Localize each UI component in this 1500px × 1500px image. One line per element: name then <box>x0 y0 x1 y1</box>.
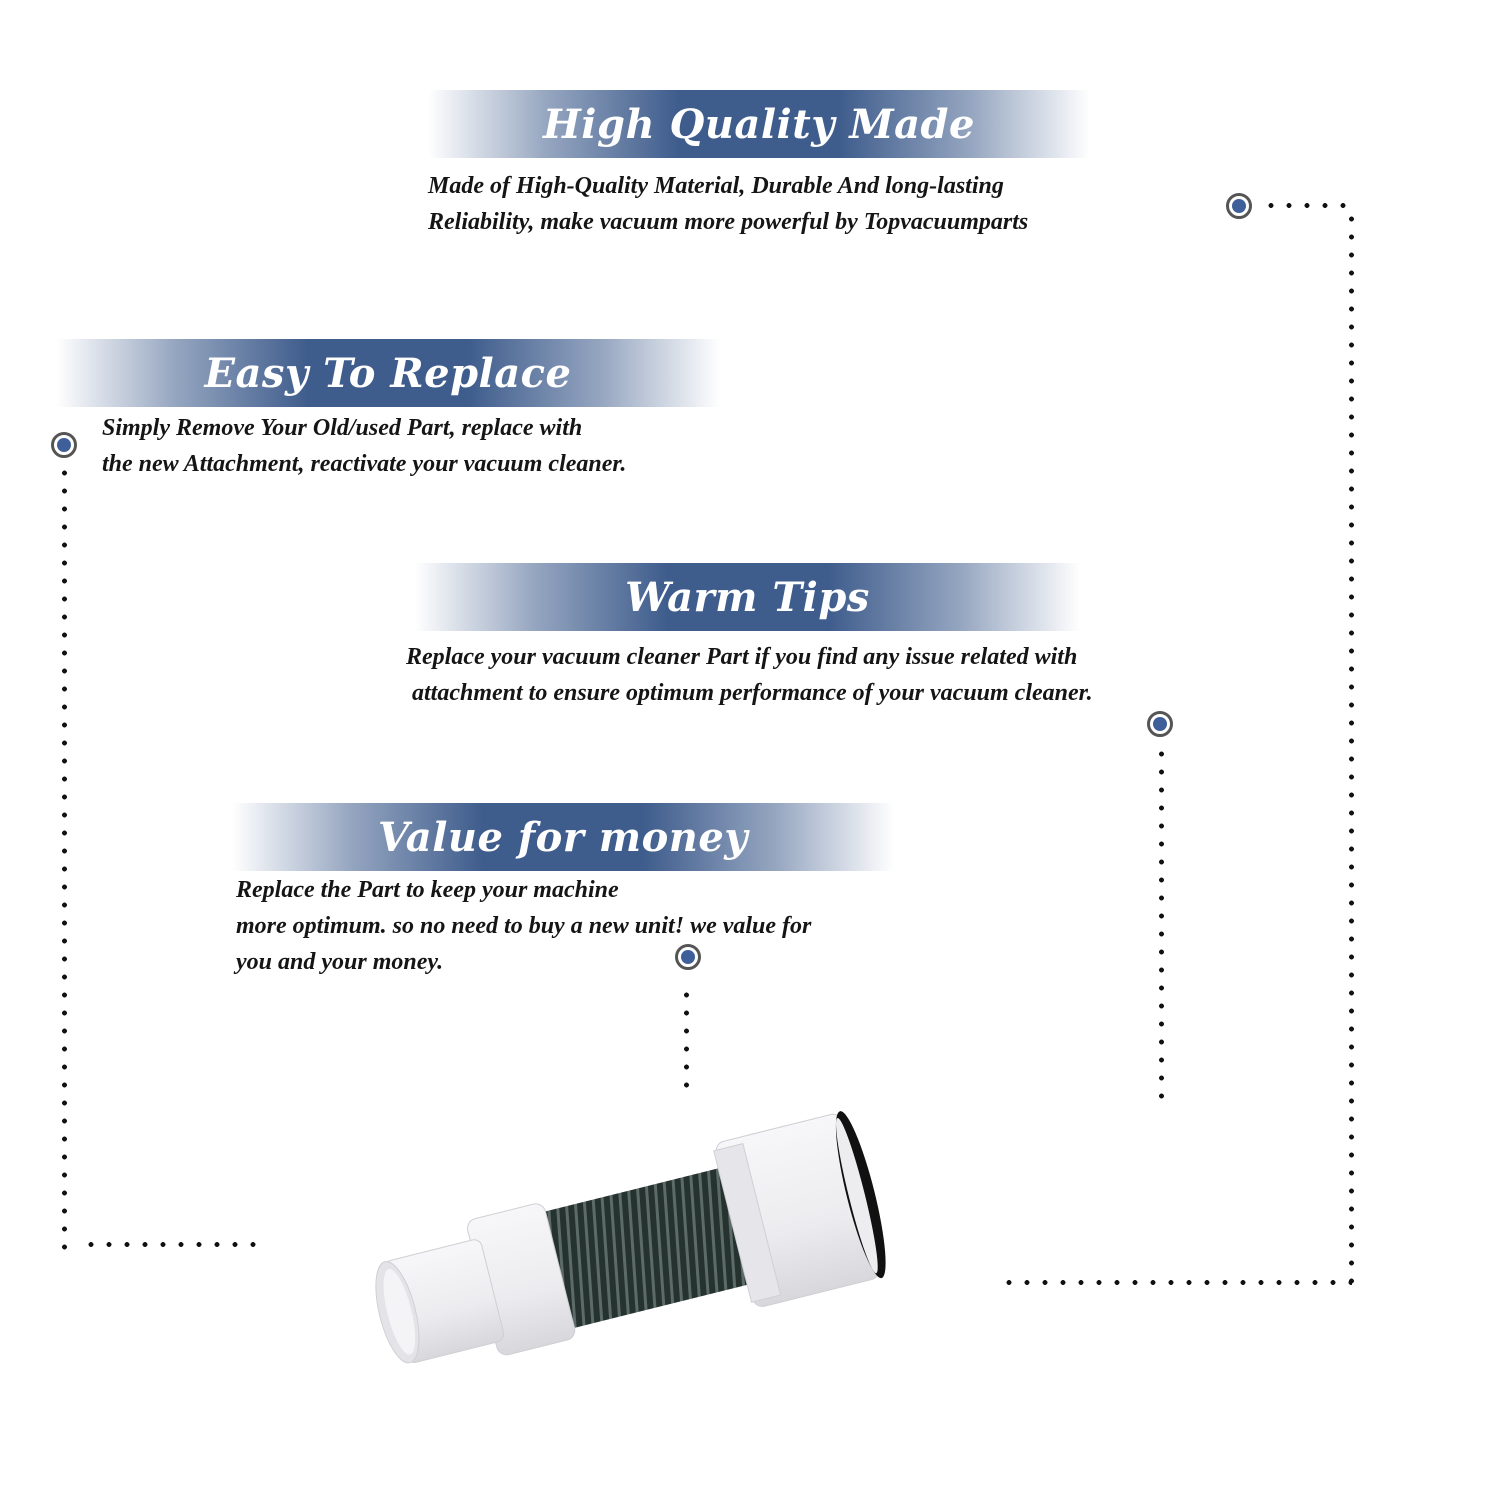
feature-description: Replace your vacuum cleaner Part if you … <box>406 639 1093 711</box>
description-line: Simply Remove Your Old/used Part, replac… <box>102 415 583 441</box>
bullet-marker-icon <box>51 432 77 458</box>
dotted-connector <box>1349 210 1354 1290</box>
description-line: Replace the Part to keep your machine <box>236 877 619 903</box>
description-line: you and your money. <box>236 949 444 975</box>
feature-description: Made of High-Quality Material, Durable A… <box>428 168 1028 240</box>
description-line: attachment to ensure optimum performance… <box>406 680 1093 706</box>
feature-title: Value for money <box>377 813 749 861</box>
feature-description: Replace the Part to keep your machine mo… <box>236 872 811 980</box>
description-line: the new Attachment, reactivate your vacu… <box>102 451 627 477</box>
feature-title: Warm Tips <box>625 573 870 621</box>
description-line: Replace your vacuum cleaner Part if you … <box>406 644 1078 670</box>
feature-title: Easy To Replace <box>204 349 572 397</box>
bullet-marker-icon <box>1147 711 1173 737</box>
feature-description: Simply Remove Your Old/used Part, replac… <box>102 410 626 482</box>
dotted-connector <box>62 464 67 1254</box>
dotted-connector <box>1159 745 1164 1105</box>
dotted-connector <box>684 986 689 1090</box>
banner-easy-replace: Easy To Replace <box>56 339 720 407</box>
description-line: Made of High-Quality Material, Durable A… <box>428 173 1004 199</box>
dotted-connector <box>1262 203 1354 208</box>
vacuum-hose-attachment-image <box>375 1111 886 1364</box>
description-line: Reliability, make vacuum more powerful b… <box>428 209 1029 235</box>
banner-warm-tips: Warm Tips <box>415 563 1080 631</box>
banner-high-quality: High Quality Made <box>428 90 1090 158</box>
description-line: more optimum. so no need to buy a new un… <box>236 913 812 939</box>
banner-value-money: Value for money <box>232 803 894 871</box>
dotted-connector <box>1000 1280 1352 1285</box>
bullet-marker-icon <box>675 944 701 970</box>
dotted-connector <box>82 1242 262 1247</box>
feature-title: High Quality Made <box>543 100 975 148</box>
bullet-marker-icon <box>1226 193 1252 219</box>
